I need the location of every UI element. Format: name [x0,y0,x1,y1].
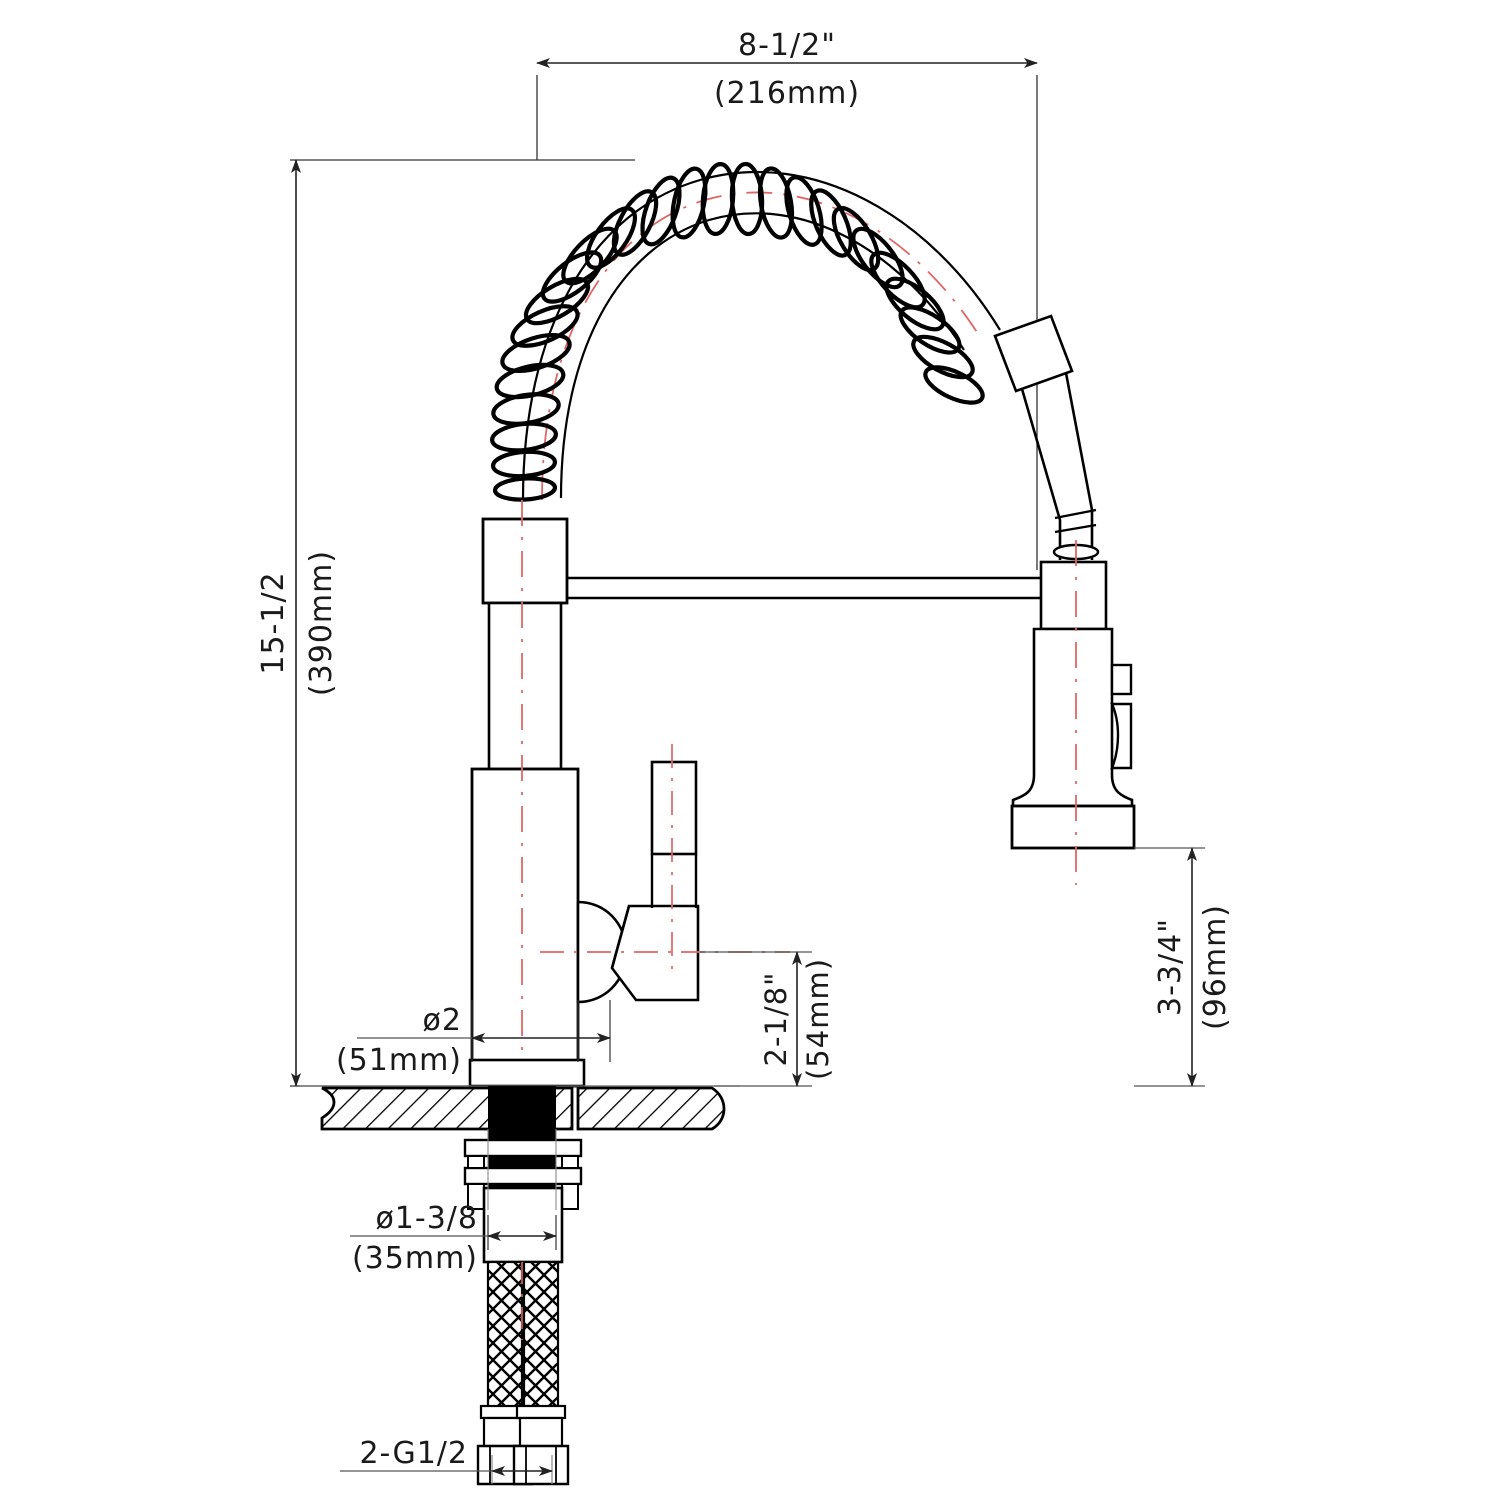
spring-coil [490,161,1001,502]
dim-spray-clearance-metric: (96mm) [1198,904,1233,1030]
dim-handle-height-metric: (54mm) [801,958,835,1080]
dim-shank-diameter-imperial: ø1-3/8 [375,1201,478,1236]
collar [481,517,569,605]
supply-hoses [476,1260,570,1486]
dimension-base-diameter: ø2 (51mm) [336,1000,611,1078]
spray-head [993,314,1136,885]
dim-overall-height-metric: (390mm) [304,550,339,696]
dim-spray-clearance-imperial: 3-3/4" [1153,918,1188,1016]
lever-handle [540,744,790,1004]
dimension-spray-clearance: 3-3/4" (96mm) [1134,847,1233,1087]
dim-overall-height-imperial: 15-1/2 [256,571,291,674]
dim-handle-height-imperial: 2-1/8" [759,972,793,1067]
label-supply-thread: 2-G1/2 [340,1436,553,1484]
faucet-body [468,500,586,1160]
label-supply-thread-text: 2-G1/2 [359,1436,468,1471]
connecting-bar [567,576,1041,600]
dimension-shank-diameter: ø1-3/8 (35mm) [350,1201,557,1276]
dim-base-diameter-imperial: ø2 [423,1003,462,1038]
dimension-spout-reach: 8-1/2" (216mm) [536,28,1038,570]
dimension-overall-height: 15-1/2 (390mm) [256,159,635,1087]
dimension-handle-height: 2-1/8" (54mm) [700,951,835,1087]
dim-base-diameter-metric: (51mm) [336,1043,462,1078]
dim-spout-reach-imperial: 8-1/2" [738,28,836,63]
base-flange [468,1058,586,1088]
spray-mode-button-upper [1110,663,1133,696]
dim-spout-reach-metric: (216mm) [714,76,860,111]
mounting-hardware [463,1086,583,1264]
dim-shank-diameter-metric: (35mm) [352,1241,478,1276]
spray-mode-button-lower [1110,702,1133,770]
